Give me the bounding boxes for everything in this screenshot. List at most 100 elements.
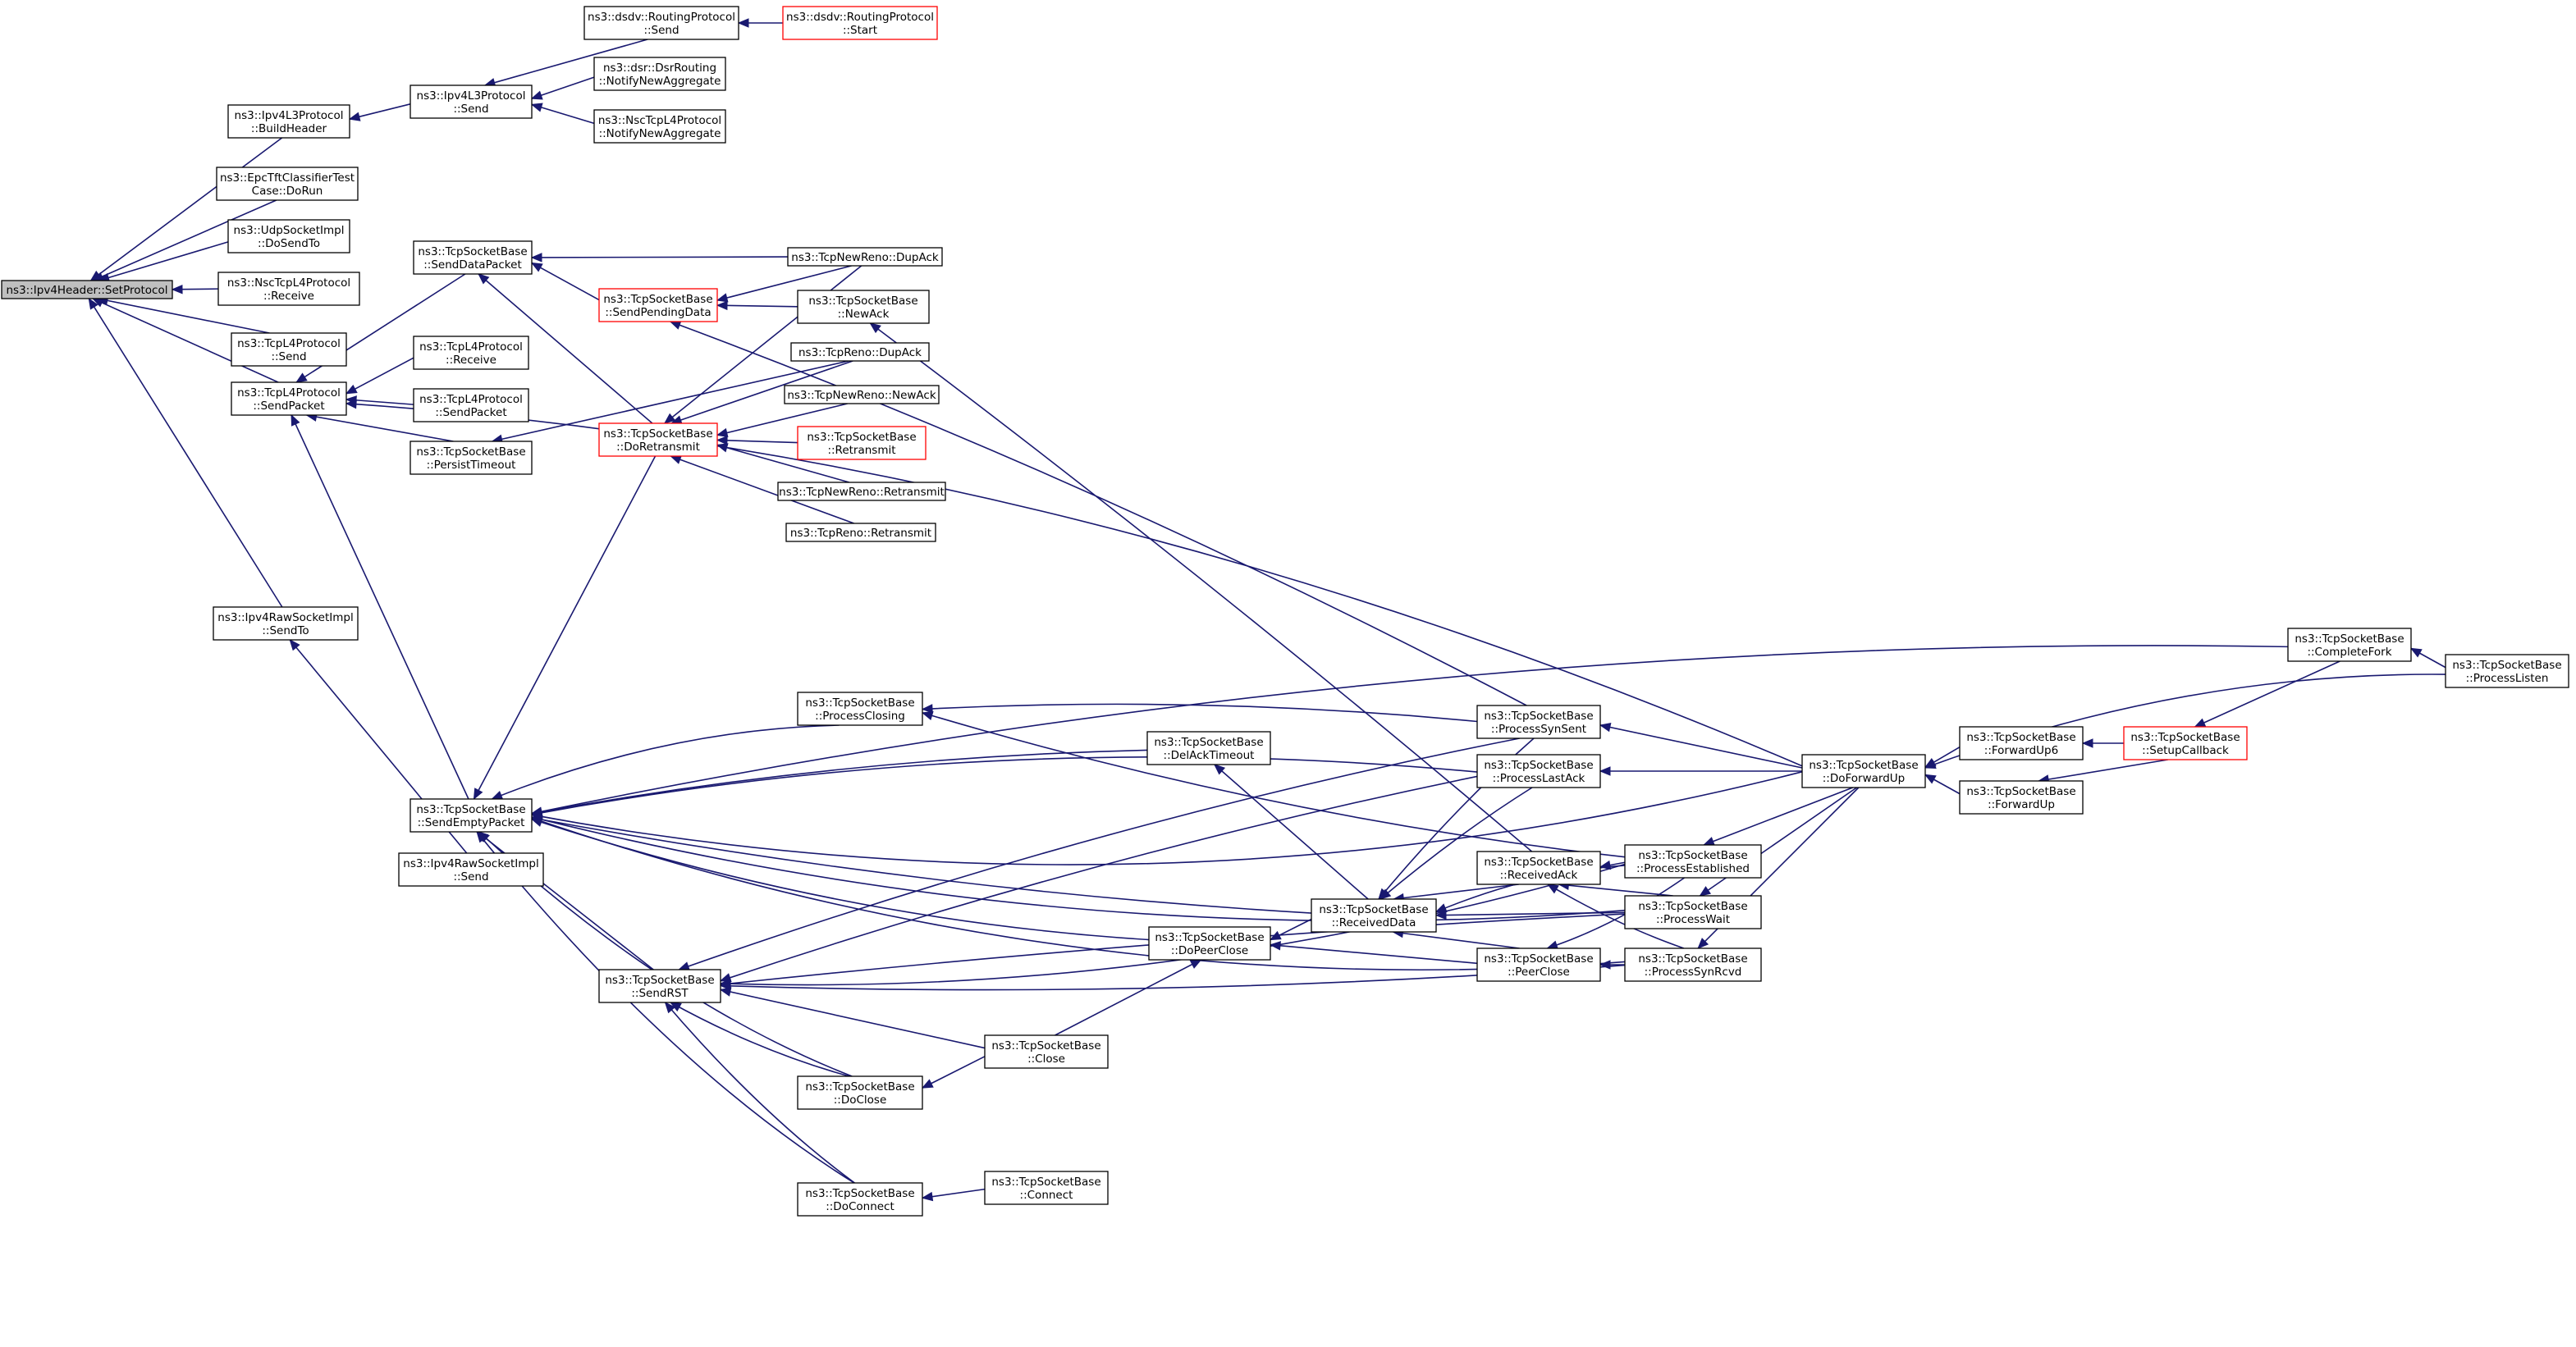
node-doclose[interactable]: ns3::TcpSocketBase::DoClose (797, 1075, 923, 1110)
node-receivedack[interactable]: ns3::TcpSocketBase::ReceivedAck (1476, 851, 1601, 885)
arrowhead (869, 322, 881, 334)
node-buildheader[interactable]: ns3::Ipv4L3Protocol::BuildHeader (227, 104, 350, 139)
node-l3send[interactable]: ns3::Ipv4L3Protocol::Send (410, 84, 533, 119)
node-setupcallback[interactable]: ns3::TcpSocketBase::SetupCallback (2123, 726, 2248, 760)
node-completefork[interactable]: ns3::TcpSocketBase::CompleteFork (2287, 628, 2412, 662)
node-newrenonewack[interactable]: ns3::TcpNewReno::NewAck (784, 385, 940, 404)
node-delack[interactable]: ns3::TcpSocketBase::DelAckTimeout (1146, 731, 1271, 765)
node-doretransmit[interactable]: ns3::TcpSocketBase::DoRetransmit (598, 422, 718, 457)
node-label-line: ns3::dsdv::RoutingProtocol (786, 11, 934, 24)
node-label-line: ::NotifyNewAggregate (599, 75, 721, 88)
arrowhead (289, 638, 300, 651)
edge-line (716, 439, 798, 444)
edge-line (88, 298, 283, 608)
node-tcpl4recv[interactable]: ns3::TcpL4Protocol::Receive (413, 336, 529, 370)
node-label-line: ns3::TcpSocketBase (418, 245, 527, 258)
node-box (217, 272, 360, 306)
node-newrenodupack[interactable]: ns3::TcpNewReno::DupAck (787, 247, 943, 267)
edge-nscnotify-to-l3send (530, 103, 595, 125)
node-dopeerclose[interactable]: ns3::TcpSocketBase::DoPeerClose (1148, 926, 1271, 961)
node-close[interactable]: ns3::TcpSocketBase::Close (984, 1034, 1109, 1069)
node-label-line: ::NewAck (838, 308, 890, 321)
node-label-line: ns3::TcpL4Protocol (419, 340, 523, 354)
node-box (1311, 898, 1437, 933)
edge-line (670, 321, 1527, 706)
edge-line (492, 360, 849, 442)
node-label-line: ::ProcessEstablished (1636, 862, 1750, 875)
edge-line (477, 831, 654, 970)
node-newack[interactable]: ns3::TcpSocketBase::NewAck (797, 290, 930, 324)
arrowhead (1269, 941, 1281, 951)
node-label-line: Case::DoRun (252, 185, 323, 198)
node-peerclose[interactable]: ns3::TcpSocketBase::PeerClose (1476, 947, 1601, 982)
arrowhead (1924, 760, 1937, 769)
node-procclosing[interactable]: ns3::TcpSocketBase::ProcessClosing (797, 692, 923, 726)
node-sendempty[interactable]: ns3::TcpSocketBase::SendEmptyPacket (410, 798, 533, 833)
node-label-line: ::ForwardUp6 (1984, 744, 2058, 757)
arrowhead (1434, 903, 1448, 912)
node-dsrnotify[interactable]: ns3::dsr::DsrRouting::NotifyNewAggregate (593, 57, 726, 91)
node-receiveddata[interactable]: ns3::TcpSocketBase::ReceivedData (1311, 898, 1437, 933)
node-label-line: ns3::TcpSocketBase (1638, 952, 1747, 966)
node-rawsend[interactable]: ns3::Ipv4RawSocketImpl::Send (398, 852, 544, 887)
node-udpsend[interactable]: ns3::UdpSocketImpl::DoSendTo (227, 219, 350, 253)
node-newrenoretx[interactable]: ns3::TcpNewReno::Retransmit (777, 482, 946, 501)
node-connect[interactable]: ns3::TcpSocketBase::Connect (984, 1171, 1109, 1205)
node-tcpl4send[interactable]: ns3::TcpL4Protocol::Send (231, 332, 347, 367)
node-tcpl4sendpacket[interactable]: ns3::TcpL4Protocol::SendPacket (231, 381, 347, 416)
node-box (598, 422, 718, 457)
arrowhead (478, 273, 490, 285)
edge-line (478, 273, 653, 424)
node-procsynrcvd[interactable]: ns3::TcpSocketBase::ProcessSynRcvd (1624, 947, 1762, 982)
node-senddatapacket[interactable]: ns3::TcpSocketBase::SendDataPacket (413, 240, 533, 275)
node-box (398, 852, 544, 887)
edge-line (1055, 959, 1201, 1036)
node-box (787, 247, 943, 267)
node-procsynsent[interactable]: ns3::TcpSocketBase::ProcessSynSent (1476, 705, 1601, 739)
arrowhead (530, 90, 543, 100)
edge-line (720, 989, 986, 1049)
node-proclastack[interactable]: ns3::TcpSocketBase::ProcessLastAck (1476, 754, 1601, 788)
node-label-line: ::ProcessSynRcvd (1645, 966, 1742, 979)
arrowhead (716, 427, 729, 438)
edge-tcpl4recv-to-tcpl4sendpacket (345, 357, 414, 395)
node-box (1476, 705, 1601, 739)
node-doforwardup[interactable]: ns3::TcpSocketBase::DoForwardUp (1801, 754, 1926, 788)
node-dsdvstart[interactable]: ns3::dsdv::RoutingProtocol::Start (782, 6, 938, 40)
edge-line (492, 724, 840, 800)
edge-procclosing-to-sendempty (491, 724, 840, 800)
node-nscnotify[interactable]: ns3::NscTcpL4Protocol::NotifyNewAggregat… (593, 109, 726, 144)
node-procwait[interactable]: ns3::TcpSocketBase::ProcessWait (1624, 895, 1762, 929)
node-tcpl4sendpacket2[interactable]: ns3::TcpL4Protocol::SendPacket (413, 388, 529, 422)
node-proclisten[interactable]: ns3::TcpSocketBase::ProcessListen (2445, 654, 2569, 688)
edge-receiveddata-to-delack (1213, 764, 1369, 900)
node-doconnect[interactable]: ns3::TcpSocketBase::DoConnect (797, 1182, 923, 1217)
node-procestab[interactable]: ns3::TcpSocketBase::ProcessEstablished (1624, 844, 1762, 879)
node-renodupack[interactable]: ns3::TcpReno::DupAck (790, 342, 930, 362)
edge-line (1700, 787, 1857, 897)
node-persist[interactable]: ns3::TcpSocketBase::PersistTimeout (410, 441, 533, 475)
node-renoretx[interactable]: ns3::TcpReno::Retransmit (785, 523, 936, 542)
node-forwardup[interactable]: ns3::TcpSocketBase::ForwardUp (1959, 780, 2084, 815)
node-nscrecv[interactable]: ns3::NscTcpL4Protocol::Receive (217, 272, 360, 306)
edge-doconnect-to-sendempty (476, 830, 855, 1184)
node-forwardup6[interactable]: ns3::TcpSocketBase::ForwardUp6 (1959, 726, 2084, 760)
node-label-line: ns3::Ipv4RawSocketImpl (217, 611, 353, 624)
node-label-line: ::DelAckTimeout (1164, 749, 1255, 762)
edge-procsynrcvd-to-receivedack (1547, 884, 1685, 949)
edge-line (531, 817, 1312, 914)
node-dsdvsend[interactable]: ns3::dsdv::RoutingProtocol::Send (583, 6, 739, 40)
node-sendrst[interactable]: ns3::TcpSocketBase::SendRST (598, 969, 721, 1003)
node-rawsendto[interactable]: ns3::Ipv4RawSocketImpl::SendTo (213, 606, 359, 641)
node-box (1959, 780, 2084, 815)
node-sendpending[interactable]: ns3::TcpSocketBase::SendPendingData (598, 288, 718, 322)
edge-line (1547, 884, 1685, 949)
node-label-line: ::Connect (1020, 1189, 1073, 1202)
arrowhead (678, 961, 690, 971)
node-retransmit[interactable]: ns3::TcpSocketBase::Retransmit (797, 426, 927, 460)
node-box (797, 692, 923, 726)
edge-delack-to-sendempty (530, 749, 1148, 817)
node-label-line: ::SendEmptyPacket (418, 816, 525, 829)
